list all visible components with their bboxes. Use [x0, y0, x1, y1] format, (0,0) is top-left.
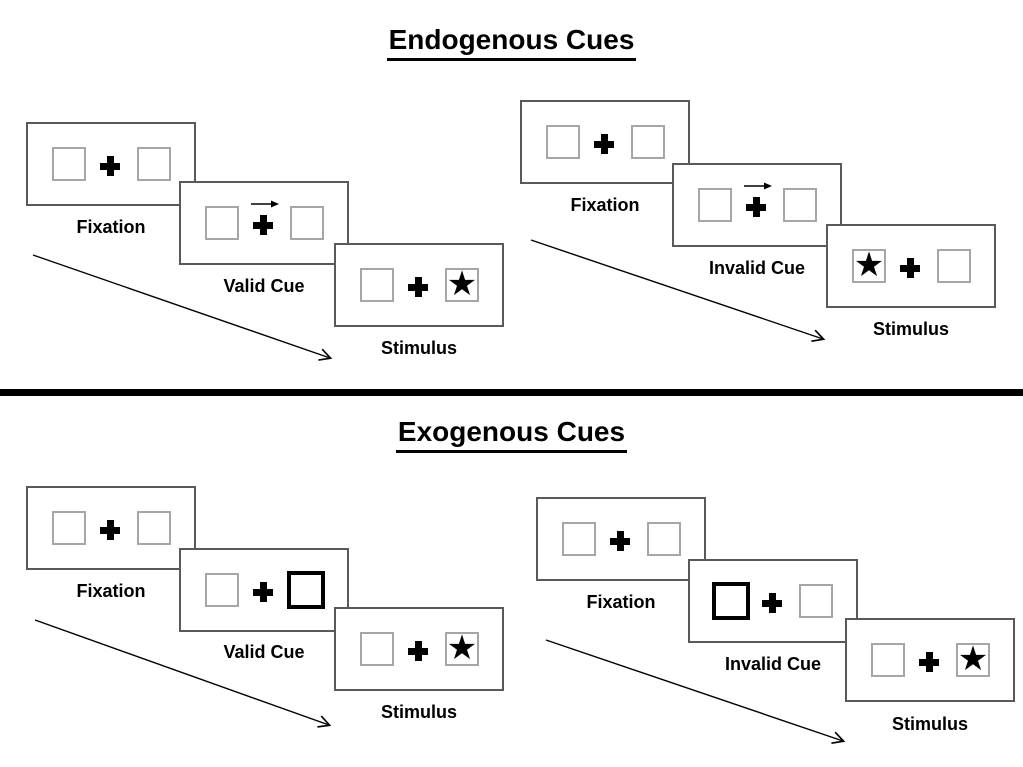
- fixation-cross-icon: [900, 258, 920, 278]
- card-label-fixation: Fixation: [76, 581, 146, 601]
- right-box: [937, 249, 971, 283]
- fixation-cross-icon: [919, 652, 939, 672]
- right-box: [799, 584, 833, 618]
- right-box: [783, 188, 817, 222]
- exogenous-invalid-fixation-card: [536, 497, 706, 581]
- fixation-cross-icon: [100, 156, 120, 176]
- right-box: [290, 206, 324, 240]
- right-arrow-cue-icon: [251, 200, 279, 208]
- time-arrow-endogenous-valid: [32, 254, 333, 361]
- fixation-cross-icon: [253, 582, 273, 602]
- fixation-cross-icon: [408, 641, 428, 661]
- star-stimulus-box: ★: [445, 265, 479, 303]
- left-box: [546, 125, 580, 159]
- endogenous-invalid-stimulus-card: ★: [826, 224, 996, 308]
- left-box: [360, 632, 394, 666]
- card-label-fixation: Fixation: [570, 195, 640, 215]
- card-label-stimulus: Stimulus: [872, 319, 949, 339]
- right-box: [137, 147, 171, 181]
- time-arrow-exogenous-invalid: [545, 639, 846, 744]
- section-divider: [0, 389, 1023, 396]
- right-box: [137, 511, 171, 545]
- fixation-cross-icon: [253, 215, 273, 235]
- section-title-exogenous-text: Exogenous Cues: [395, 416, 628, 453]
- left-box: [205, 206, 239, 240]
- card-label-fixation: Fixation: [586, 592, 656, 612]
- fixation-cross-icon: [594, 134, 614, 154]
- card-label-valid-cue: Valid Cue: [223, 276, 305, 296]
- card-label-invalid-cue: Invalid Cue: [724, 654, 822, 674]
- fixation-cross-icon: [762, 593, 782, 613]
- left-box: [871, 643, 905, 677]
- fixation-cross-icon: [610, 531, 630, 551]
- fixation-cross-icon: [100, 520, 120, 540]
- endogenous-valid-cue-card: [179, 181, 349, 265]
- card-label-stimulus: Stimulus: [380, 338, 457, 358]
- fixation-cross-icon: [408, 277, 428, 297]
- endogenous-valid-fixation-card: [26, 122, 196, 206]
- fixation-cross-icon: [746, 197, 766, 217]
- left-box: [52, 147, 86, 181]
- endogenous-valid-stimulus-card: ★: [334, 243, 504, 327]
- endogenous-invalid-fixation-card: [520, 100, 690, 184]
- left-box: [205, 573, 239, 607]
- exogenous-valid-fixation-card: [26, 486, 196, 570]
- star-stimulus-box: ★: [852, 246, 886, 284]
- star-icon: ★: [853, 246, 885, 284]
- section-title-endogenous-text: Endogenous Cues: [386, 24, 637, 61]
- exogenous-invalid-cue-card: [688, 559, 858, 643]
- time-arrow-endogenous-invalid: [530, 239, 826, 342]
- cue-highlight-box: [712, 582, 750, 620]
- card-label-fixation: Fixation: [76, 217, 146, 237]
- left-box: [52, 511, 86, 545]
- card-label-valid-cue: Valid Cue: [223, 642, 305, 662]
- left-box: [562, 522, 596, 556]
- left-box: [360, 268, 394, 302]
- card-label-stimulus: Stimulus: [380, 702, 457, 722]
- left-box: [698, 188, 732, 222]
- endogenous-invalid-cue-card: [672, 163, 842, 247]
- exogenous-valid-cue-card: [179, 548, 349, 632]
- star-stimulus-box: ★: [445, 629, 479, 667]
- section-title-endogenous: Endogenous Cues: [0, 24, 1023, 61]
- star-stimulus-box: ★: [956, 640, 990, 678]
- card-label-stimulus: Stimulus: [891, 714, 968, 734]
- star-icon: ★: [446, 629, 478, 667]
- section-title-exogenous: Exogenous Cues: [0, 416, 1023, 453]
- star-icon: ★: [446, 265, 478, 303]
- right-arrow-cue-icon: [744, 182, 772, 190]
- exogenous-invalid-stimulus-card: ★: [845, 618, 1015, 702]
- cue-highlight-box: [287, 571, 325, 609]
- time-arrow-exogenous-valid: [34, 619, 332, 728]
- right-box: [647, 522, 681, 556]
- exogenous-valid-stimulus-card: ★: [334, 607, 504, 691]
- card-label-invalid-cue: Invalid Cue: [708, 258, 806, 278]
- right-box: [631, 125, 665, 159]
- star-icon: ★: [957, 640, 989, 678]
